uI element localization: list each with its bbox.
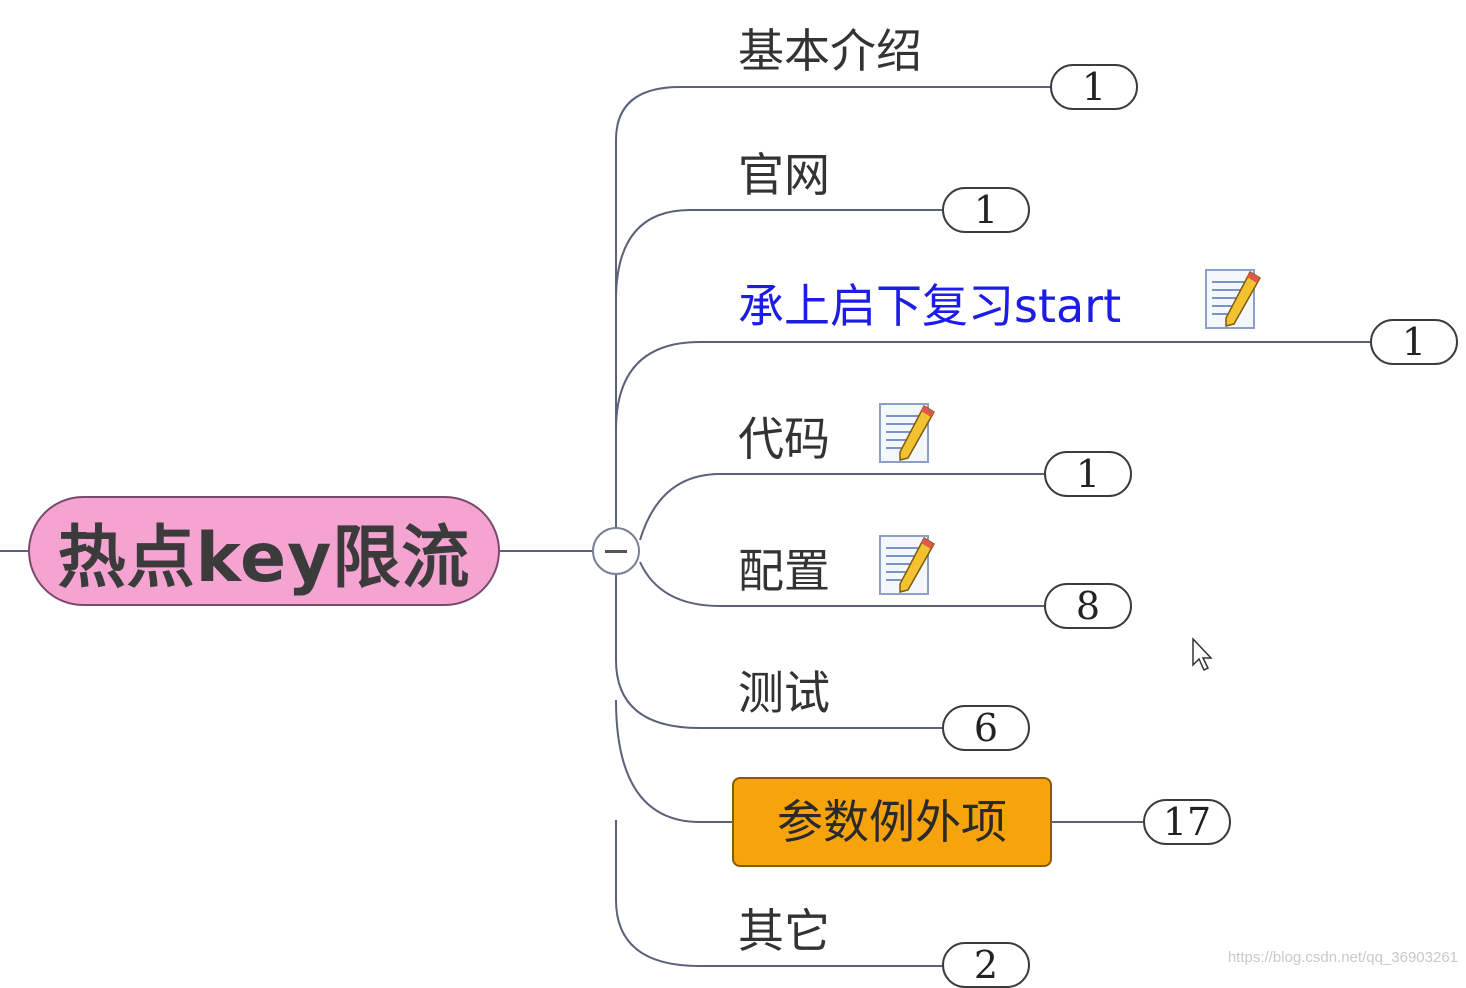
topic-param-exception[interactable]: 参数例外项 <box>732 777 1052 867</box>
edge-param-exception <box>615 699 732 823</box>
topic-code[interactable]: 代码 <box>738 412 830 466</box>
topic-review-start[interactable]: 承上启下复习start <box>738 279 1122 333</box>
count-badge-test[interactable]: 6 <box>942 705 1030 751</box>
topic-other[interactable]: 其它 <box>738 904 830 958</box>
edge-test <box>615 575 942 729</box>
edge-review-start <box>615 341 1370 431</box>
watermark: https://blog.csdn.net/qq_36903261 <box>1227 949 1458 966</box>
note-pencil-icon[interactable] <box>878 400 936 466</box>
note-pencil-icon[interactable] <box>1204 266 1262 332</box>
topic-test[interactable]: 测试 <box>738 666 830 720</box>
collapse-minus-icon[interactable] <box>592 527 640 575</box>
count-badge-config[interactable]: 8 <box>1044 583 1132 629</box>
count-badge-basic-intro[interactable]: 1 <box>1050 64 1138 110</box>
edge-basic-intro <box>615 86 1050 551</box>
count-badge-param-exception[interactable]: 17 <box>1143 799 1231 845</box>
note-pencil-icon[interactable] <box>878 532 936 598</box>
topic-basic-intro[interactable]: 基本介绍 <box>738 24 922 78</box>
edge-other <box>615 820 942 967</box>
root-topic[interactable]: 热点key限流 <box>28 496 500 606</box>
topic-config[interactable]: 配置 <box>738 544 830 598</box>
count-badge-review-start[interactable]: 1 <box>1370 319 1458 365</box>
edge-config <box>639 561 1044 607</box>
count-badge-other[interactable]: 2 <box>942 942 1030 988</box>
edge-code <box>639 473 1044 541</box>
topic-official-site[interactable]: 官网 <box>738 148 830 202</box>
edge-official-site <box>615 209 942 301</box>
count-badge-official-site[interactable]: 1 <box>942 187 1030 233</box>
count-badge-code[interactable]: 1 <box>1044 451 1132 497</box>
mouse-pointer-icon <box>1192 637 1213 672</box>
